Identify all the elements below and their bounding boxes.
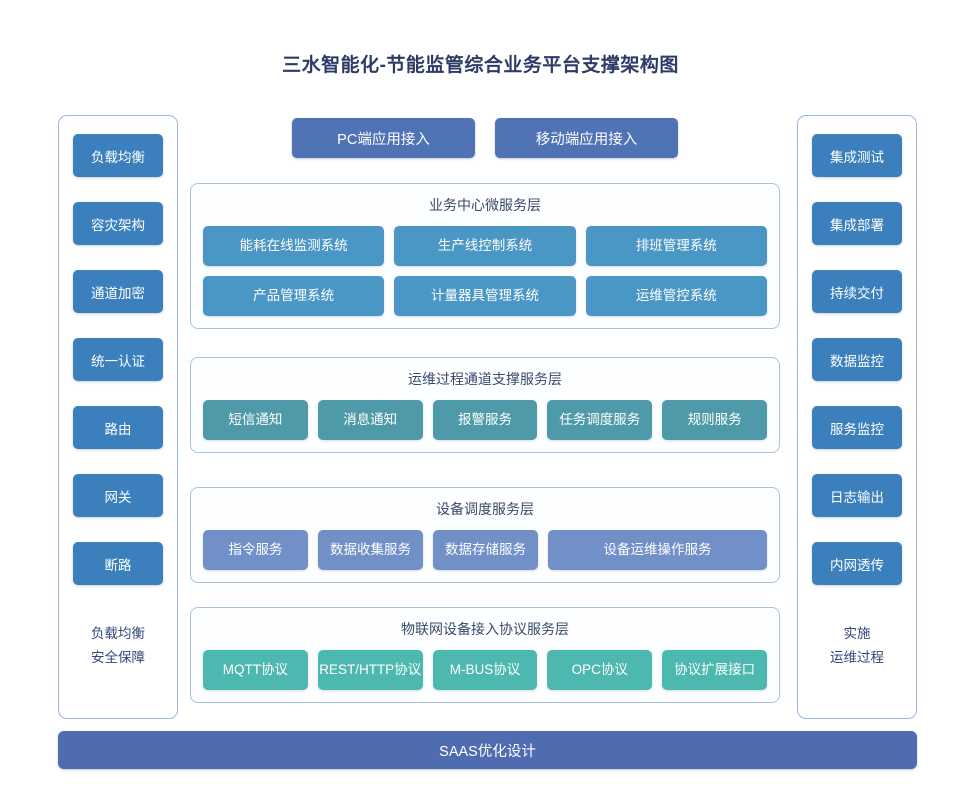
chip-task-scheduling-service[interactable]: 任务调度服务 [547, 400, 653, 440]
left-footer-line-2: 安全保障 [91, 650, 145, 665]
right-footer-line-1: 实施 [843, 626, 871, 641]
chip-protocol-extension-interface[interactable]: 协议扩展接口 [662, 650, 767, 690]
sidebar-item-intranet-tunneling[interactable]: 内网透传 [812, 542, 902, 585]
chip-product-management-system[interactable]: 产品管理系统 [203, 276, 385, 316]
sidebar-item-label: 网关 [104, 489, 132, 505]
left-footer-line-1: 负载均衡 [91, 626, 145, 641]
chip-operations-control-system[interactable]: 运维管控系统 [585, 276, 767, 316]
sidebar-item-log-output[interactable]: 日志输出 [812, 474, 902, 517]
sidebar-item-label: 内网透传 [830, 557, 884, 573]
chip-message-notification[interactable]: 消息通知 [317, 400, 423, 440]
layer-title: 设备调度服务层 [436, 501, 534, 517]
chip-row: 产品管理系统 计量器具管理系统 运维管控系统 [203, 276, 767, 316]
sidebar-item-label: 持续交付 [830, 285, 884, 301]
chip-row: MQTT协议 REST/HTTP协议 M-BUS协议 OPC协议 协议扩展接口 [203, 650, 767, 690]
sidebar-item-label: 数据监控 [830, 353, 884, 369]
right-column-footer: 实施 运维过程 [830, 622, 884, 670]
layer-title: 运维过程通道支撑服务层 [408, 371, 562, 387]
center-stack: PC端应用接入 移动端应用接入 业务中心微服务层 能耗在线监测系统 生产线控制系… [190, 115, 780, 719]
chip-row: 短信通知 消息通知 报警服务 任务调度服务 规则服务 [203, 400, 767, 440]
chip-sms-notification[interactable]: 短信通知 [203, 400, 308, 440]
chip-device-ops-operation-service[interactable]: 设备运维操作服务 [548, 530, 767, 570]
chip-production-line-control-system[interactable]: 生产线控制系统 [394, 226, 576, 266]
chip-metering-instrument-management-system[interactable]: 计量器具管理系统 [394, 276, 576, 316]
layer-ops-channel-support: 运维过程通道支撑服务层 短信通知 消息通知 报警服务 任务调度服务 规则服务 [190, 357, 780, 453]
chip-shift-management-system[interactable]: 排班管理系统 [585, 226, 767, 266]
sidebar-item-label: 服务监控 [830, 421, 884, 437]
sidebar-item-routing[interactable]: 路由 [73, 406, 163, 449]
saas-optimization-bar[interactable]: SAAS优化设计 [58, 731, 917, 769]
chip-data-collection-service[interactable]: 数据收集服务 [318, 530, 423, 570]
sidebar-item-gateway[interactable]: 网关 [73, 474, 163, 517]
sidebar-item-dr-architecture[interactable]: 容灾架构 [73, 202, 163, 245]
sidebar-item-label: 集成部署 [830, 217, 884, 233]
sidebar-item-label: 通道加密 [91, 285, 145, 301]
sidebar-item-label: 负载均衡 [91, 149, 145, 165]
mobile-access-button[interactable]: 移动端应用接入 [495, 118, 678, 158]
left-column-footer: 负载均衡 安全保障 [91, 622, 145, 670]
chip-row: 指令服务 数据收集服务 数据存储服务 设备运维操作服务 [203, 530, 767, 570]
sidebar-item-continuous-delivery[interactable]: 持续交付 [812, 270, 902, 313]
chip-rest-http-protocol[interactable]: REST/HTTP协议 [317, 650, 423, 690]
chip-mbus-protocol[interactable]: M-BUS协议 [432, 650, 538, 690]
chip-opc-protocol[interactable]: OPC协议 [547, 650, 653, 690]
page-title: 三水智能化-节能监管综合业务平台支撑架构图 [282, 55, 679, 76]
sidebar-item-load-balance[interactable]: 负载均衡 [73, 134, 163, 177]
sidebar-item-label: 断路 [104, 557, 132, 573]
sidebar-item-label: 统一认证 [91, 353, 145, 369]
chip-energy-monitoring-system[interactable]: 能耗在线监测系统 [203, 226, 385, 266]
sidebar-item-label: 日志输出 [830, 489, 884, 505]
sidebar-item-label: 集成测试 [830, 149, 884, 165]
chip-row: 能耗在线监测系统 生产线控制系统 排班管理系统 [203, 226, 767, 266]
chip-rule-service[interactable]: 规则服务 [662, 400, 767, 440]
sidebar-item-label: 容灾架构 [91, 217, 145, 233]
pc-access-label: PC端应用接入 [337, 131, 430, 148]
right-footer-line-2: 运维过程 [830, 650, 884, 665]
layer-title: 物联网设备接入协议服务层 [401, 621, 569, 637]
left-support-column: 负载均衡 容灾架构 通道加密 统一认证 路由 网关 断路 负载均衡 安全保障 [58, 115, 178, 719]
sidebar-item-integration-deploy[interactable]: 集成部署 [812, 202, 902, 245]
sidebar-item-data-monitoring[interactable]: 数据监控 [812, 338, 902, 381]
chip-mqtt-protocol[interactable]: MQTT协议 [203, 650, 308, 690]
saas-label: SAAS优化设计 [439, 743, 536, 760]
sidebar-item-service-monitoring[interactable]: 服务监控 [812, 406, 902, 449]
layer-business-microservice: 业务中心微服务层 能耗在线监测系统 生产线控制系统 排班管理系统 产品管理系统 … [190, 183, 780, 329]
sidebar-item-channel-encryption[interactable]: 通道加密 [73, 270, 163, 313]
layer-title: 业务中心微服务层 [429, 197, 541, 213]
chip-data-storage-service[interactable]: 数据存储服务 [433, 530, 538, 570]
layer-iot-protocol-access: 物联网设备接入协议服务层 MQTT协议 REST/HTTP协议 M-BUS协议 … [190, 607, 780, 703]
mobile-access-label: 移动端应用接入 [535, 131, 638, 148]
chip-command-service[interactable]: 指令服务 [203, 530, 308, 570]
layer-device-scheduling: 设备调度服务层 指令服务 数据收集服务 数据存储服务 设备运维操作服务 [190, 487, 780, 583]
right-support-column: 集成测试 集成部署 持续交付 数据监控 服务监控 日志输出 内网透传 实施 运维… [797, 115, 917, 719]
sidebar-item-circuit-breaker[interactable]: 断路 [73, 542, 163, 585]
chip-alarm-service[interactable]: 报警服务 [432, 400, 538, 440]
sidebar-item-unified-auth[interactable]: 统一认证 [73, 338, 163, 381]
sidebar-item-integration-test[interactable]: 集成测试 [812, 134, 902, 177]
sidebar-item-label: 路由 [104, 421, 132, 437]
pc-access-button[interactable]: PC端应用接入 [292, 118, 475, 158]
application-access-row: PC端应用接入 移动端应用接入 [190, 118, 780, 158]
